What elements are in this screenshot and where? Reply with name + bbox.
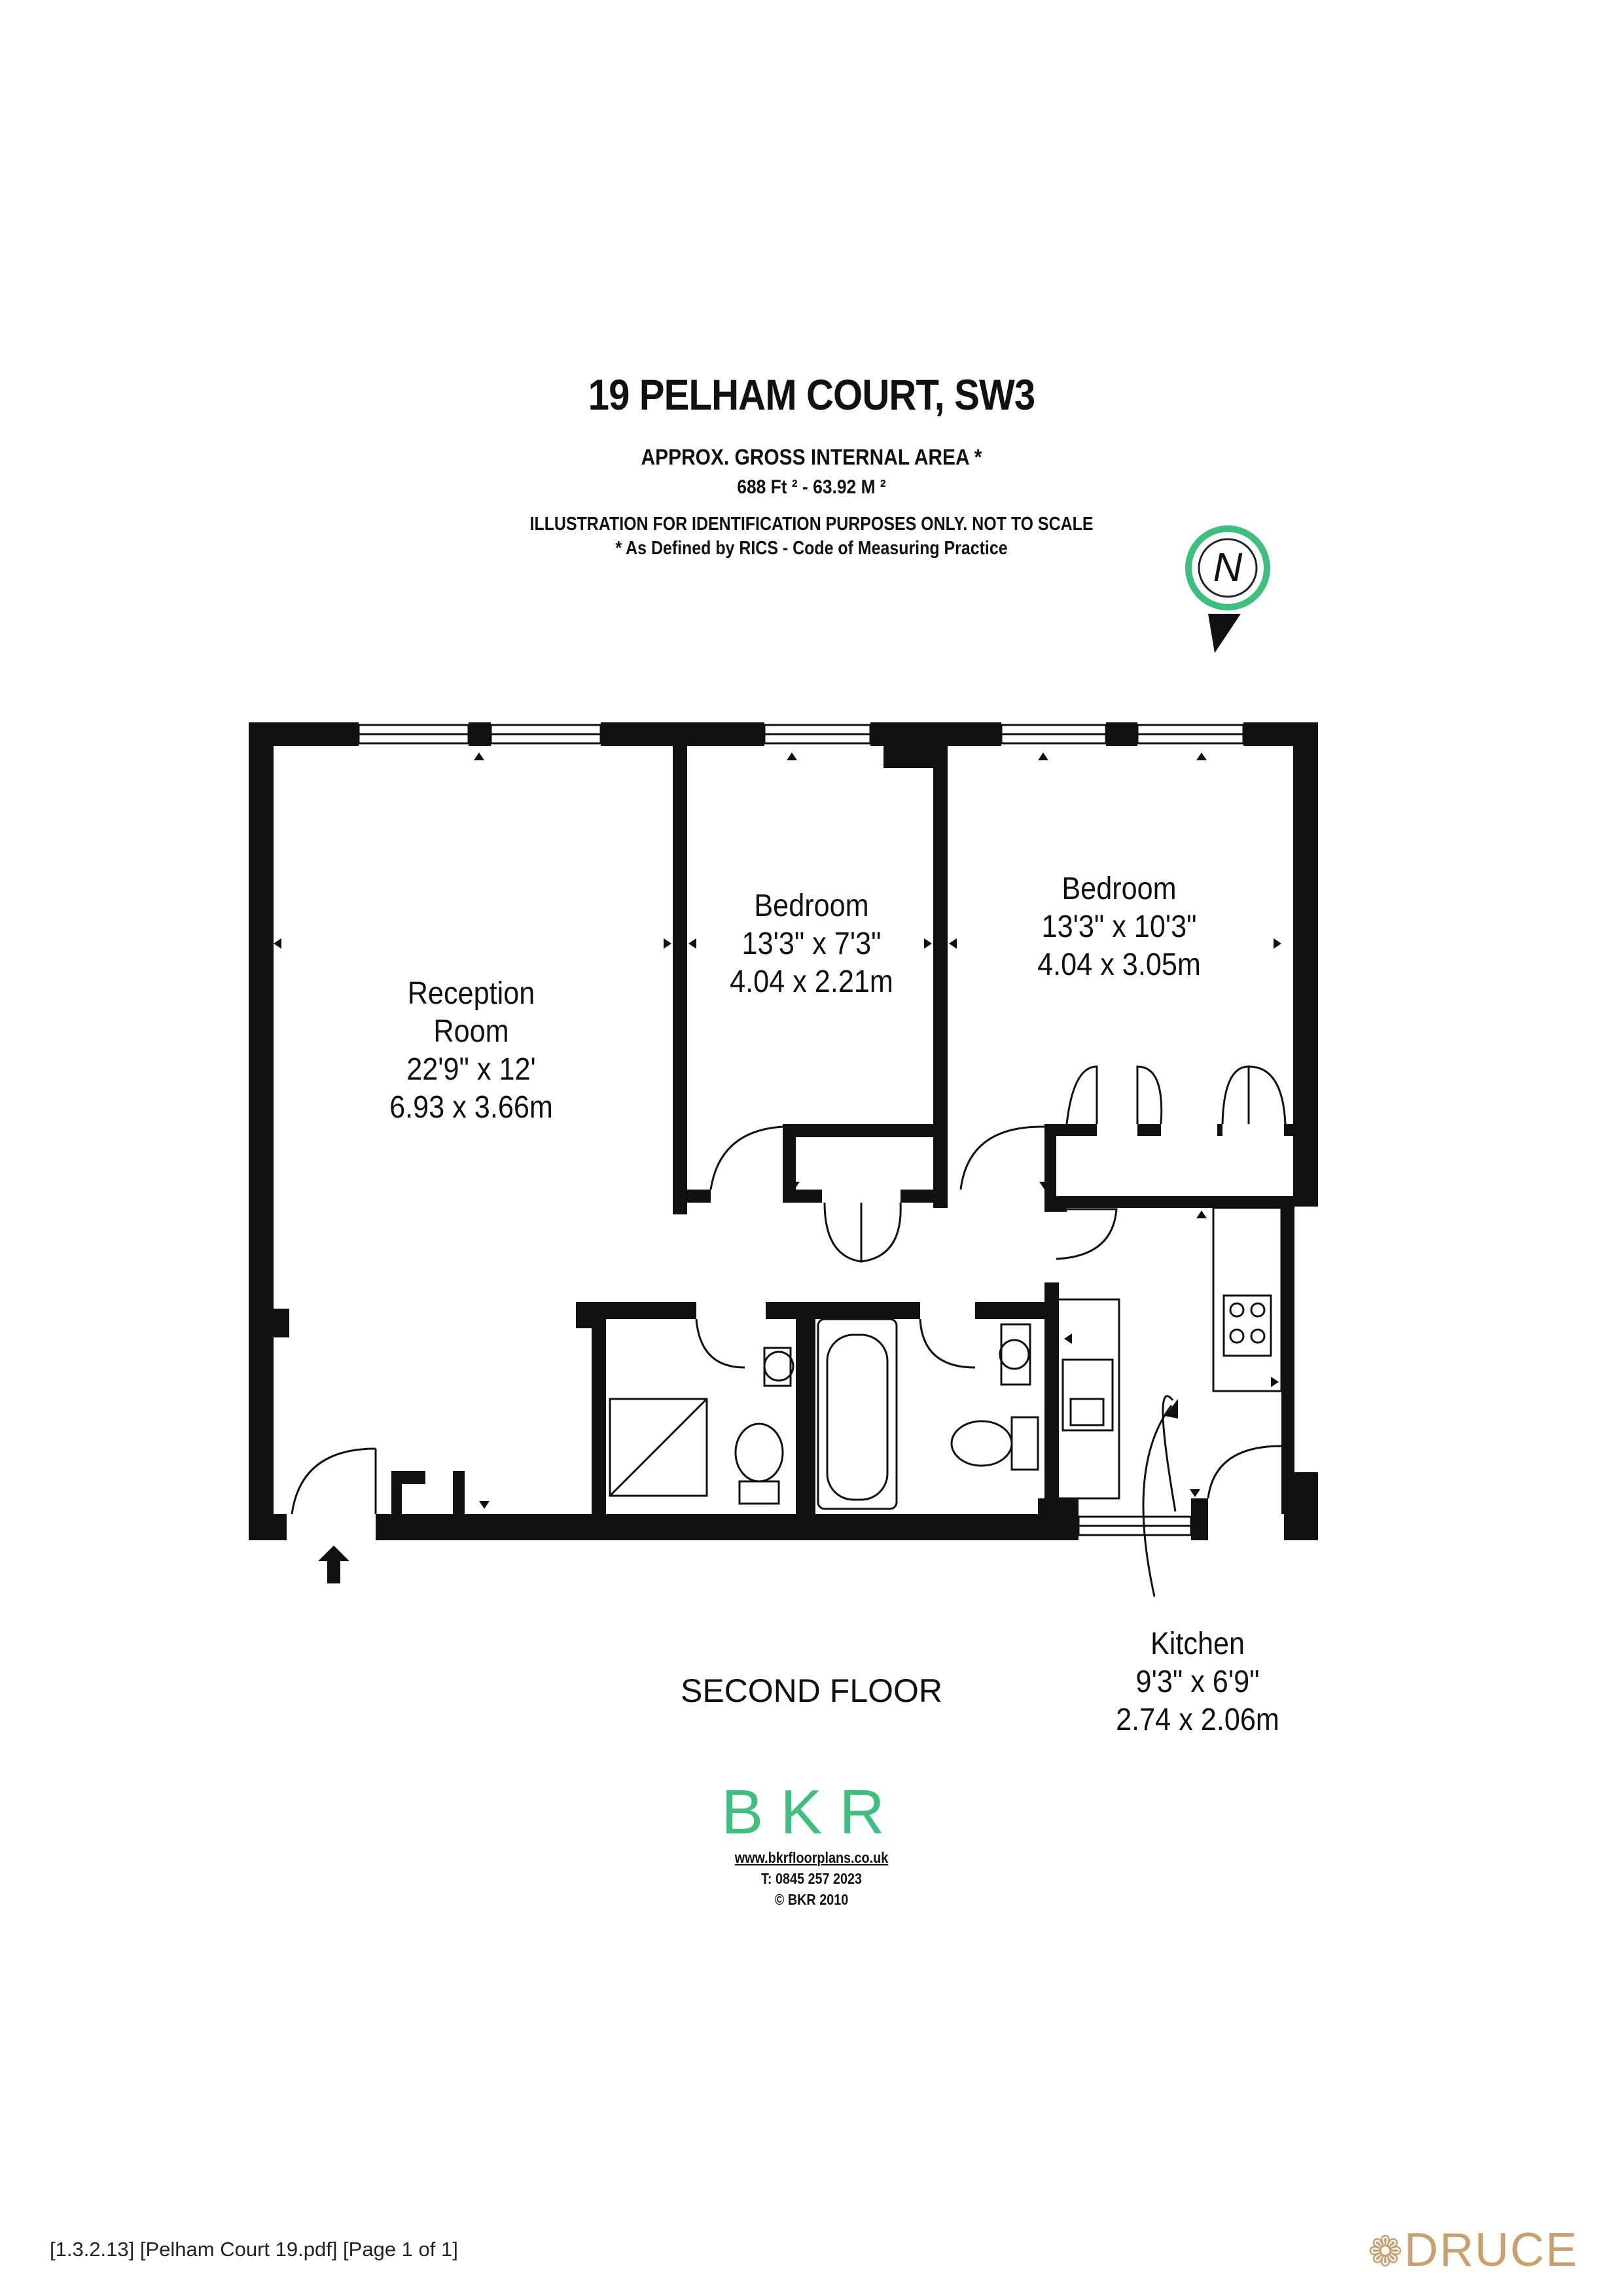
rics-note: * As Defined by RICS - Code of Measuring… <box>615 538 1008 559</box>
room-name: Bedroom <box>754 889 869 923</box>
area-label: APPROX. GROSS INTERNAL AREA * <box>641 445 982 470</box>
entrance-arrow-icon <box>318 1545 349 1583</box>
room-metric: 4.04 x 2.21m <box>730 964 893 999</box>
measurement-ticks <box>274 752 1281 1509</box>
room-imperial: 22'9" x 12' <box>406 1052 536 1087</box>
room-metric: 2.74 x 2.06m <box>1116 1703 1279 1737</box>
druce-wordmark: DRUCE <box>1404 2224 1578 2276</box>
outer-walls <box>249 722 1318 1540</box>
plan-title: 19 PELHAM COURT, SW3 <box>588 370 1036 419</box>
bkr-copyright: © BKR 2010 <box>774 1891 849 1908</box>
room-bedroom-1: Bedroom 13'3" x 7'3" 4.04 x 2.21m <box>717 887 906 1001</box>
bkr-url[interactable]: www.bkrfloorplans.co.uk <box>734 1849 889 1866</box>
room-reception: Reception Room 22'9" x 12' 6.93 x 3.66m <box>377 975 565 1127</box>
druce-logo: ❁DRUCE <box>1368 2223 1578 2277</box>
room-name: Kitchen <box>1150 1627 1245 1661</box>
internal-walls <box>274 746 1294 1531</box>
disclaimer: ILLUSTRATION FOR IDENTIFICATION PURPOSES… <box>529 514 1094 535</box>
room-imperial: 13'3" x 10'3" <box>1041 910 1197 944</box>
room-imperial: 9'3" x 6'9" <box>1135 1665 1260 1699</box>
bathroom-fixtures <box>609 1318 1039 1510</box>
area-value: 688 Ft ² - 63.92 M ² <box>737 476 886 498</box>
room-metric: 6.93 x 3.66m <box>389 1090 553 1125</box>
druce-emblem-icon: ❁ <box>1368 2228 1404 2275</box>
bkr-logo: BKR <box>721 1777 902 1847</box>
windows <box>357 724 1245 1536</box>
door-swings <box>291 1065 1287 1515</box>
bkr-phone: T: 0845 257 2023 <box>761 1870 862 1887</box>
room-metric: 4.04 x 3.05m <box>1037 947 1201 982</box>
room-name-line2: Room <box>433 1014 509 1049</box>
room-imperial: 13'3" x 7'3" <box>741 927 882 961</box>
kitchen-pointer-icon <box>1165 1399 1178 1419</box>
room-bedroom-2: Bedroom 13'3" x 10'3" 4.04 x 3.05m <box>1019 870 1219 984</box>
floor-label: SECOND FLOOR <box>680 1672 943 1709</box>
compass-letter: N <box>1213 545 1243 590</box>
room-kitchen: Kitchen 9'3" x 6'9" 2.74 x 2.06m <box>1109 1625 1286 1739</box>
compass-icon: N <box>1185 525 1270 653</box>
room-name: Bedroom <box>1061 872 1177 906</box>
document-reference: [1.3.2.13] [Pelham Court 19.pdf] [Page 1… <box>50 2238 458 2261</box>
kitchen-fixtures <box>1055 1207 1283 1597</box>
room-name-line1: Reception <box>407 976 535 1011</box>
